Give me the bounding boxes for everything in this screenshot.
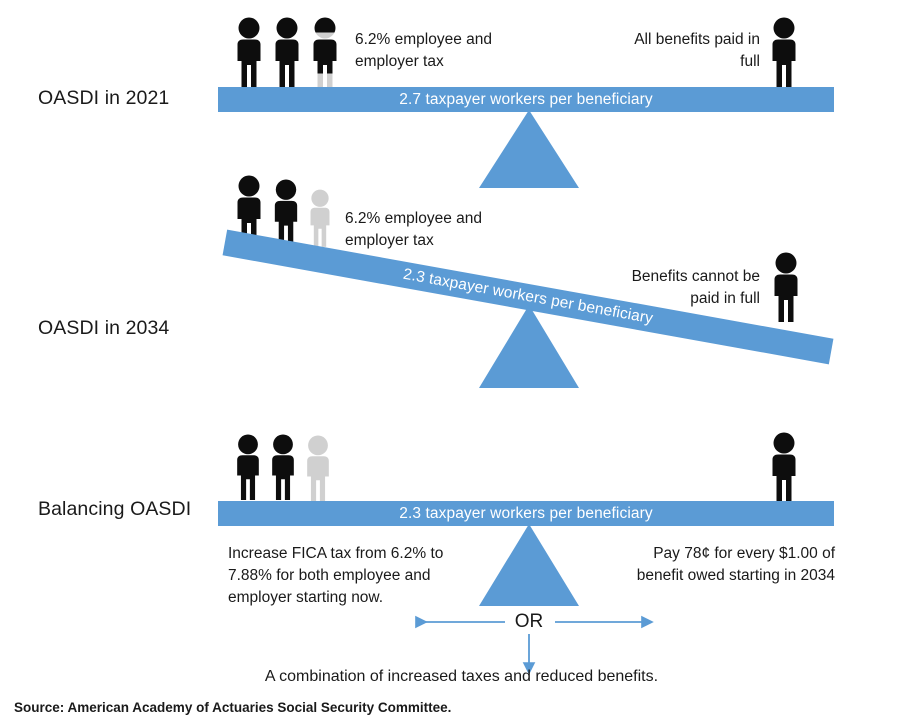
beneficiary-figure-icon — [774, 252, 798, 322]
balance-beam-2021: 2.7 taxpayer workers per beneficiary — [218, 87, 834, 112]
option-increase-tax: Increase FICA tax from 6.2% to 7.88% for… — [228, 545, 444, 606]
beneficiary-group-2034 — [767, 252, 805, 322]
beam-label-2021: 2.7 taxpayer workers per beneficiary — [399, 90, 653, 108]
source-caption: Source: American Academy of Actuaries So… — [14, 700, 452, 715]
beneficiary-figure-icon — [772, 17, 796, 87]
note-tax-2021: 6.2% employee and employer tax — [355, 31, 493, 70]
worker-figure-gray-icon — [307, 435, 329, 501]
worker-figure-icon — [274, 179, 298, 247]
combination-text: A combination of increased taxes and red… — [264, 668, 659, 685]
worker-figure-icon — [237, 434, 259, 500]
or-label: OR — [514, 611, 544, 632]
fulcrum-triangle-balancing — [479, 524, 579, 608]
fulcrum-triangle-2021 — [479, 110, 579, 190]
note-benefits-2034: Benefits cannot be paid in full — [631, 268, 760, 307]
note-tax-2034: 6.2% employee and employer tax — [345, 210, 483, 249]
row-label-2021: OASDI in 2021 — [38, 87, 170, 109]
balance-beam-balancing: 2.3 taxpayer workers per beneficiary — [218, 501, 834, 526]
row-label-2034: OASDI in 2034 — [38, 317, 170, 339]
beneficiary-group-balancing — [766, 432, 802, 502]
worker-group-balancing — [232, 432, 334, 502]
beneficiary-figure-icon — [772, 432, 796, 502]
or-connector-arrows — [415, 615, 654, 675]
triangle-icon — [479, 524, 579, 606]
worker-group-2021 — [232, 17, 342, 87]
row-label-balancing: Balancing OASDI — [38, 498, 192, 520]
worker-figure-icon — [272, 434, 294, 500]
worker-figure-icon — [275, 17, 299, 87]
note-benefits-2021: All benefits paid in full — [634, 31, 760, 70]
beam-label-balancing: 2.3 taxpayer workers per beneficiary — [399, 504, 653, 522]
fulcrum-triangle-2034 — [479, 305, 579, 390]
worker-figure-partial-icon — [313, 17, 337, 87]
triangle-icon — [479, 110, 579, 188]
triangle-icon — [479, 305, 579, 388]
worker-figure-gray-icon — [310, 189, 330, 247]
worker-figure-icon — [237, 17, 261, 87]
beneficiary-group-2021 — [765, 17, 803, 87]
option-reduce-benefit: Pay 78¢ for every $1.00 of benefit owed … — [636, 545, 835, 584]
